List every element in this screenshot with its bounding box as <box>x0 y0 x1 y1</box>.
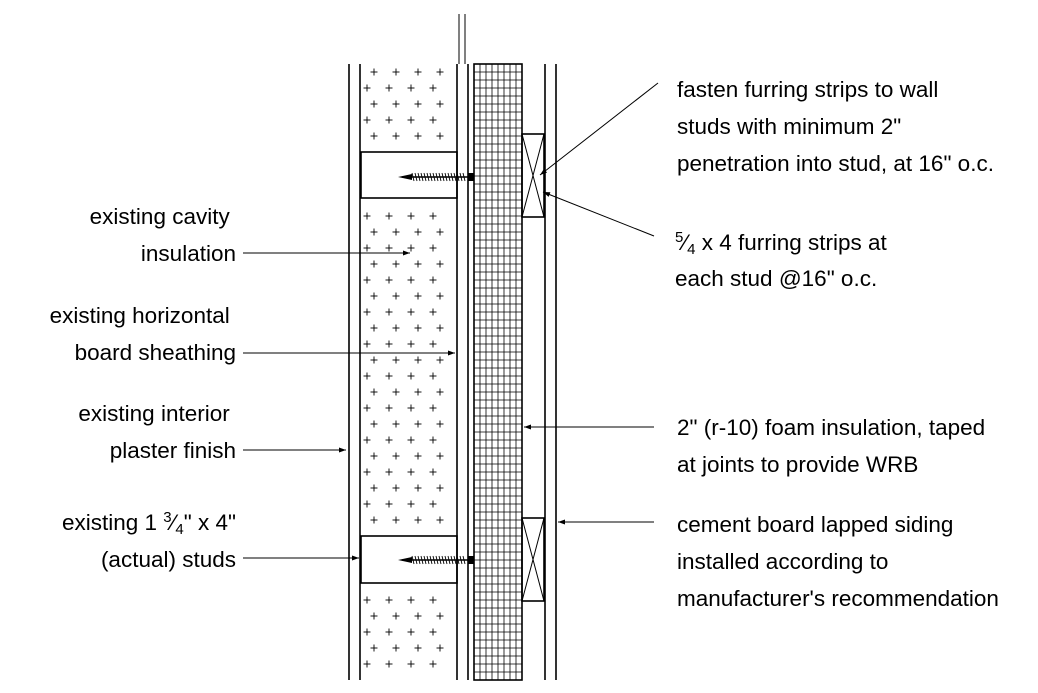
foam-insulation <box>473 63 523 681</box>
board-sheathing <box>456 64 469 680</box>
label-furring-strips-line2: each stud @16" o.c. <box>675 266 877 291</box>
label-fasten-furring: fasten furring strips to wall studs with… <box>677 77 994 176</box>
label-furring-strips-line1: 5⁄4 x 4 furring strips at <box>675 229 888 258</box>
plaster-finish <box>348 64 361 680</box>
screw-top <box>398 172 474 182</box>
leader-furring <box>542 191 655 237</box>
leader-fasten <box>539 82 659 176</box>
label-board-sheathing: existing horizontal board sheathing <box>50 303 236 365</box>
label-cavity-insulation: existing cavity insulation <box>90 204 236 266</box>
label-foam-insulation: 2" (r-10) foam insulation, taped at join… <box>677 415 991 477</box>
furring-strip-bottom <box>521 517 545 602</box>
furring-strip-top <box>521 133 545 218</box>
cement-board-siding <box>544 64 557 680</box>
break-lines <box>458 14 466 64</box>
label-studs-line2: (actual) studs <box>101 547 236 572</box>
label-plaster-finish: existing interior plaster finish <box>78 401 236 463</box>
label-cement-siding: cement board lapped siding installed acc… <box>677 512 999 611</box>
label-studs-line1: existing 1 3⁄4" x 4" <box>62 509 236 538</box>
screw-bottom <box>398 555 474 565</box>
cavity-insulation-pattern <box>363 68 444 668</box>
